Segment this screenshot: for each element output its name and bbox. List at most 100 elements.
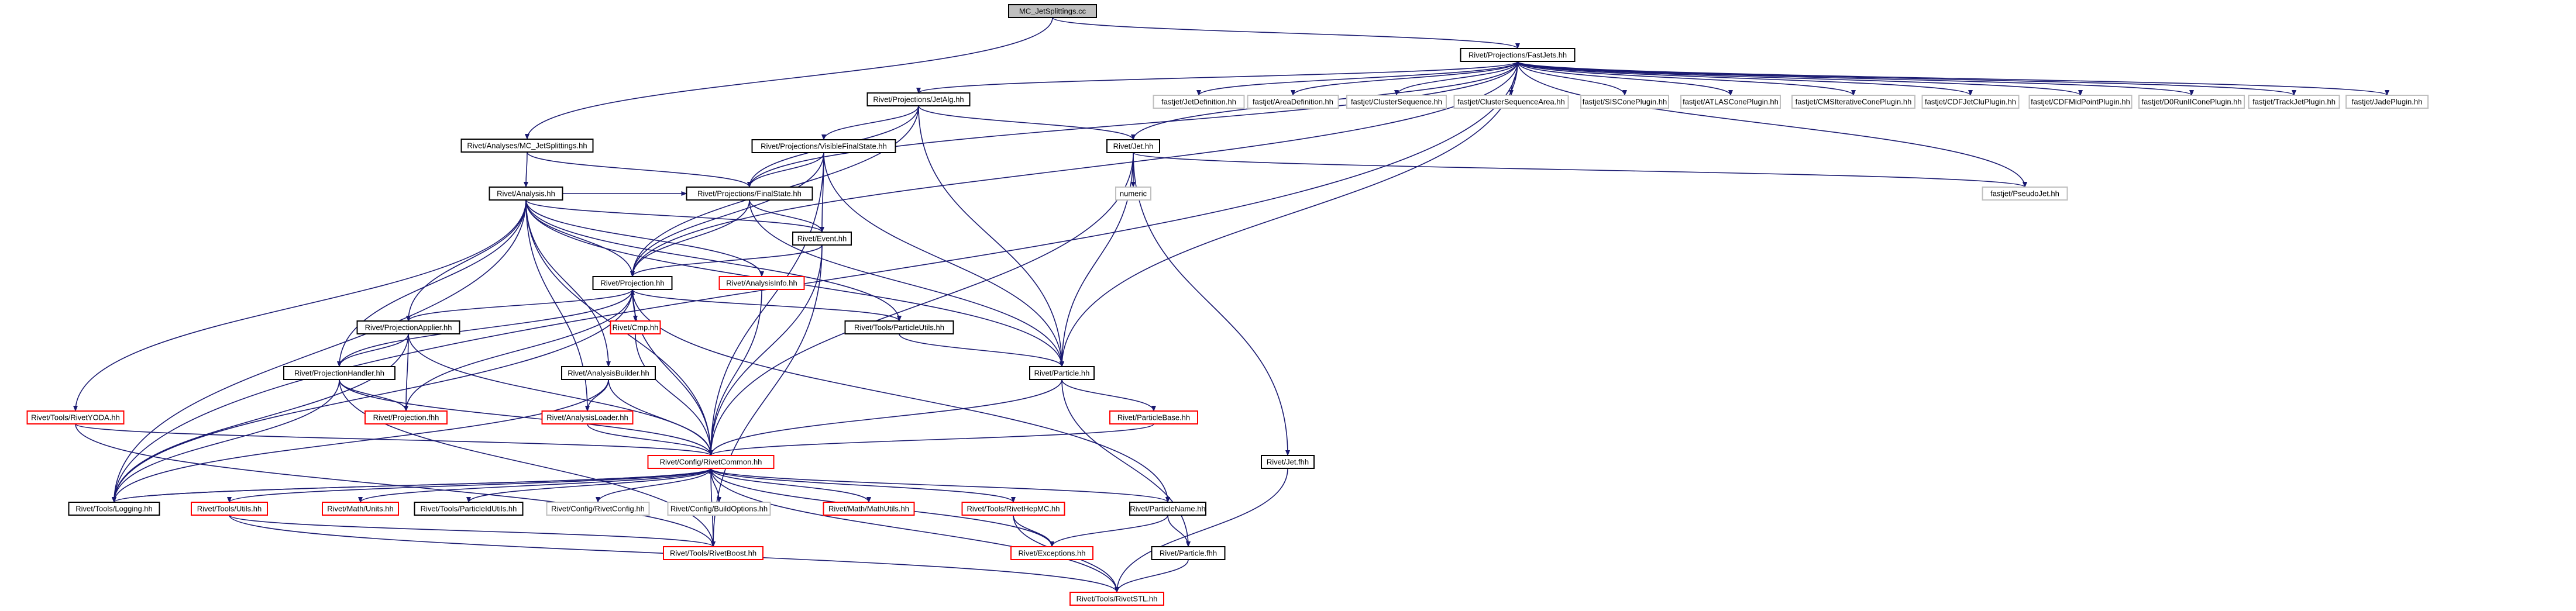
node-box[interactable] (1460, 48, 1576, 62)
node-box[interactable] (2138, 95, 2245, 109)
node-projhandler[interactable]: Rivet/ProjectionHandler.hh (283, 366, 395, 380)
node-mathutils[interactable]: Rivet/Math/MathUtils.hh (823, 502, 915, 516)
node-box[interactable] (2028, 95, 2133, 109)
node-event[interactable]: Rivet/Event.hh (792, 232, 852, 246)
node-particle[interactable]: Rivet/Particle.hh (1029, 366, 1095, 380)
node-box[interactable] (68, 502, 160, 516)
node-analysisloader[interactable]: Rivet/AnalysisLoader.hh (541, 410, 634, 424)
node-box[interactable] (1580, 95, 1669, 109)
node-box[interactable] (26, 410, 125, 424)
node-box[interactable] (844, 320, 954, 334)
node-buildoptions[interactable]: Rivet/Config/BuildOptions.hh (667, 502, 771, 516)
node-box[interactable] (1106, 139, 1160, 153)
node-box[interactable] (1153, 95, 1245, 109)
node-box[interactable] (541, 410, 634, 424)
node-box[interactable] (546, 502, 650, 516)
node-analysisinfo[interactable]: Rivet/AnalysisInfo.hh (718, 276, 805, 290)
node-box[interactable] (1982, 187, 2068, 201)
node-mc-jetsplit-hh[interactable]: Rivet/Analyses/MC_JetSplittings.hh (460, 139, 594, 153)
node-box[interactable] (718, 276, 805, 290)
node-box[interactable] (663, 546, 763, 560)
node-fj-cdfjetclu[interactable]: fastjet/CDFJetCluPlugin.hh (1921, 95, 2020, 109)
node-numeric[interactable]: numeric (1115, 187, 1151, 201)
node-particleidutils[interactable]: Rivet/Tools/ParticleIdUtils.hh (414, 502, 524, 516)
node-box[interactable] (191, 502, 268, 516)
node-box[interactable] (1029, 366, 1095, 380)
node-analysisbuilder[interactable]: Rivet/AnalysisBuilder.hh (561, 366, 656, 380)
node-box[interactable] (823, 502, 915, 516)
node-particlebase[interactable]: Rivet/ParticleBase.hh (1109, 410, 1198, 424)
node-rivetyoda[interactable]: Rivet/Tools/RivetYODA.hh (26, 410, 125, 424)
node-particleutils[interactable]: Rivet/Tools/ParticleUtils.hh (844, 320, 954, 334)
node-fj-clusterseqarea[interactable]: fastjet/ClusterSequenceArea.hh (1453, 95, 1569, 109)
node-box[interactable] (1129, 502, 1206, 516)
node-utils[interactable]: Rivet/Tools/Utils.hh (191, 502, 268, 516)
node-particlename[interactable]: Rivet/ParticleName.hh (1129, 502, 1206, 516)
node-mathunits[interactable]: Rivet/Math/Units.hh (322, 502, 399, 516)
node-box[interactable] (961, 502, 1065, 516)
node-jetfhh[interactable]: Rivet/Jet.fhh (1261, 455, 1315, 469)
node-root[interactable]: MC_JetSplittings.cc (1008, 4, 1097, 18)
node-box[interactable] (647, 455, 775, 469)
node-box[interactable] (1069, 592, 1164, 606)
node-box[interactable] (592, 276, 673, 290)
node-rivetconfig[interactable]: Rivet/Config/RivetConfig.hh (546, 502, 650, 516)
node-jetalg[interactable]: Rivet/Projections/JetAlg.hh (866, 92, 971, 106)
node-box[interactable] (1151, 546, 1226, 560)
node-box[interactable] (1008, 4, 1097, 18)
node-box[interactable] (364, 410, 448, 424)
node-box[interactable] (1115, 187, 1151, 201)
node-box[interactable] (1010, 546, 1093, 560)
node-fj-jade[interactable]: fastjet/JadePlugin.hh (2345, 95, 2429, 109)
node-analysis[interactable]: Rivet/Analysis.hh (489, 187, 563, 201)
node-box[interactable] (866, 92, 971, 106)
node-box[interactable] (2248, 95, 2340, 109)
node-box[interactable] (489, 187, 563, 201)
node-cmp[interactable]: Rivet/Cmp.hh (610, 320, 661, 334)
node-jet[interactable]: Rivet/Jet.hh (1106, 139, 1160, 153)
node-box[interactable] (1680, 95, 1781, 109)
node-box[interactable] (751, 139, 896, 153)
node-box[interactable] (356, 320, 460, 334)
node-box[interactable] (686, 187, 813, 201)
node-box[interactable] (667, 502, 771, 516)
node-fj-cdfmidpoint[interactable]: fastjet/CDFMidPointPlugin.hh (2028, 95, 2133, 109)
node-fj-areadef[interactable]: fastjet/AreaDefinition.hh (1247, 95, 1339, 109)
node-projapplier[interactable]: Rivet/ProjectionApplier.hh (356, 320, 460, 334)
node-box[interactable] (1346, 95, 1447, 109)
node-box[interactable] (2345, 95, 2429, 109)
node-rivetcommon[interactable]: Rivet/Config/RivetCommon.hh (647, 455, 775, 469)
node-box[interactable] (460, 139, 594, 153)
node-box[interactable] (283, 366, 395, 380)
node-fj-d0run[interactable]: fastjet/D0RunIIConePlugin.hh (2138, 95, 2245, 109)
node-rivetstl[interactable]: Rivet/Tools/RivetSTL.hh (1069, 592, 1164, 606)
node-box[interactable] (322, 502, 399, 516)
node-projectionfhh[interactable]: Rivet/Projection.fhh (364, 410, 448, 424)
node-box[interactable] (1247, 95, 1339, 109)
node-box[interactable] (792, 232, 852, 246)
node-box[interactable] (610, 320, 661, 334)
node-fj-cmsiter[interactable]: fastjet/CMSIterativeConePlugin.hh (1791, 95, 1915, 109)
node-visiblefs[interactable]: Rivet/Projections/VisibleFinalState.hh (751, 139, 896, 153)
node-logging[interactable]: Rivet/Tools/Logging.hh (68, 502, 160, 516)
node-rivethepmc[interactable]: Rivet/Tools/RivetHepMC.hh (961, 502, 1065, 516)
node-box[interactable] (1261, 455, 1315, 469)
node-projection[interactable]: Rivet/Projection.hh (592, 276, 673, 290)
node-box[interactable] (1921, 95, 2020, 109)
node-box[interactable] (1453, 95, 1569, 109)
node-fj-siscone[interactable]: fastjet/SISConePlugin.hh (1580, 95, 1669, 109)
node-rivetboost[interactable]: Rivet/Tools/RivetBoost.hh (663, 546, 763, 560)
node-exceptions[interactable]: Rivet/Exceptions.hh (1010, 546, 1093, 560)
node-finalstate[interactable]: Rivet/Projections/FinalState.hh (686, 187, 813, 201)
node-pseudojet[interactable]: fastjet/PseudoJet.hh (1982, 187, 2068, 201)
node-fj-atlascone[interactable]: fastjet/ATLASConePlugin.hh (1680, 95, 1781, 109)
node-fj-trackjet[interactable]: fastjet/TrackJetPlugin.hh (2248, 95, 2340, 109)
node-box[interactable] (1791, 95, 1915, 109)
node-fastjets[interactable]: Rivet/Projections/FastJets.hh (1460, 48, 1576, 62)
node-fj-clusterseq[interactable]: fastjet/ClusterSequence.hh (1346, 95, 1447, 109)
node-box[interactable] (414, 502, 524, 516)
node-box[interactable] (1109, 410, 1198, 424)
node-fj-jetdef[interactable]: fastjet/JetDefinition.hh (1153, 95, 1245, 109)
node-box[interactable] (561, 366, 656, 380)
node-particlefhh[interactable]: Rivet/Particle.fhh (1151, 546, 1226, 560)
